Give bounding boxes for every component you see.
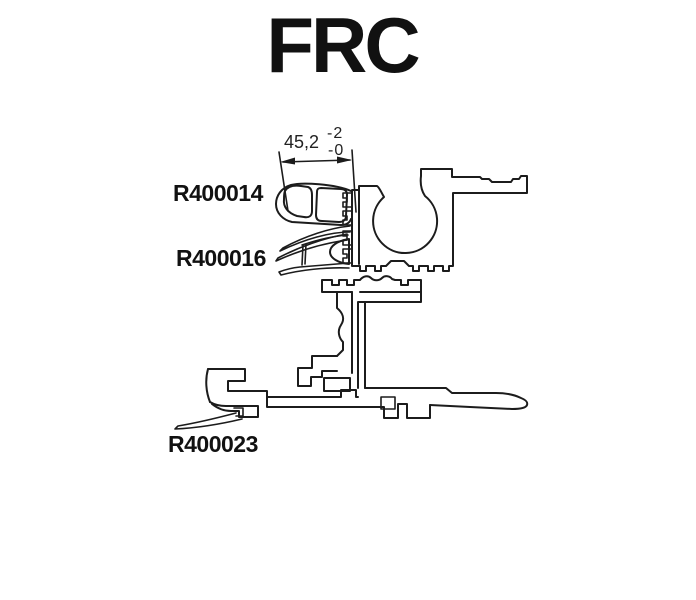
page-title: FRC	[266, 1, 420, 89]
gasket-r400014-lip	[279, 225, 351, 252]
gasket-r400014-shape	[275, 182, 352, 252]
middle-profile-serrated-cap	[321, 275, 422, 293]
gasket-r400023-lip	[174, 412, 243, 430]
middle-profile-wall	[357, 291, 422, 389]
left-bracket-left-edge	[205, 368, 211, 403]
part-label-r400023: R400023	[168, 431, 258, 457]
dimension-arrow-left	[280, 157, 295, 165]
part-label-r400016: R400016	[176, 245, 266, 271]
upper-profile-body	[351, 168, 528, 272]
upper-profile-outline	[342, 168, 528, 272]
gasket-clip-slot-3	[342, 230, 353, 246]
gasket-r400023-shape	[174, 407, 244, 430]
middle-profile-stem-left	[336, 291, 345, 357]
dimension-arrow-right	[337, 156, 352, 164]
bottom-rail-top-left	[266, 389, 359, 398]
left-bracket-top	[207, 368, 268, 398]
bottom-rail-outline	[266, 387, 529, 419]
dimension-extension-line-left	[278, 151, 289, 212]
part-label-r400014: R400014	[173, 180, 263, 206]
bottom-rail-slot	[380, 396, 396, 410]
gasket-r400016-shape	[275, 233, 350, 276]
gasket-r400014-outer	[275, 182, 352, 226]
gasket-r400016-bottom-lip	[278, 262, 350, 276]
middle-profile-foot	[297, 355, 338, 387]
gasket-r400014-chamber-left	[282, 184, 313, 219]
gasket-r400014-chamber-right	[315, 187, 348, 223]
gasket-clip-slot-4	[342, 248, 353, 264]
left-bracket-outline	[205, 368, 268, 418]
gasket-r400023-clip	[233, 407, 244, 417]
left-bracket-hook	[209, 401, 259, 418]
dimension-annotation	[278, 149, 357, 213]
bottom-rail-bottom-edge	[266, 396, 431, 419]
bottom-rail-top-right	[364, 387, 529, 410]
dimension-value: 45,2	[284, 132, 320, 152]
dimension-tolerance-lower: -0	[328, 142, 345, 159]
middle-profile-outline	[297, 275, 422, 392]
dimension-tolerance-upper: -2	[327, 125, 344, 142]
gasket-r400016-rib	[301, 243, 307, 266]
dimension-extension-line-right	[351, 149, 357, 213]
